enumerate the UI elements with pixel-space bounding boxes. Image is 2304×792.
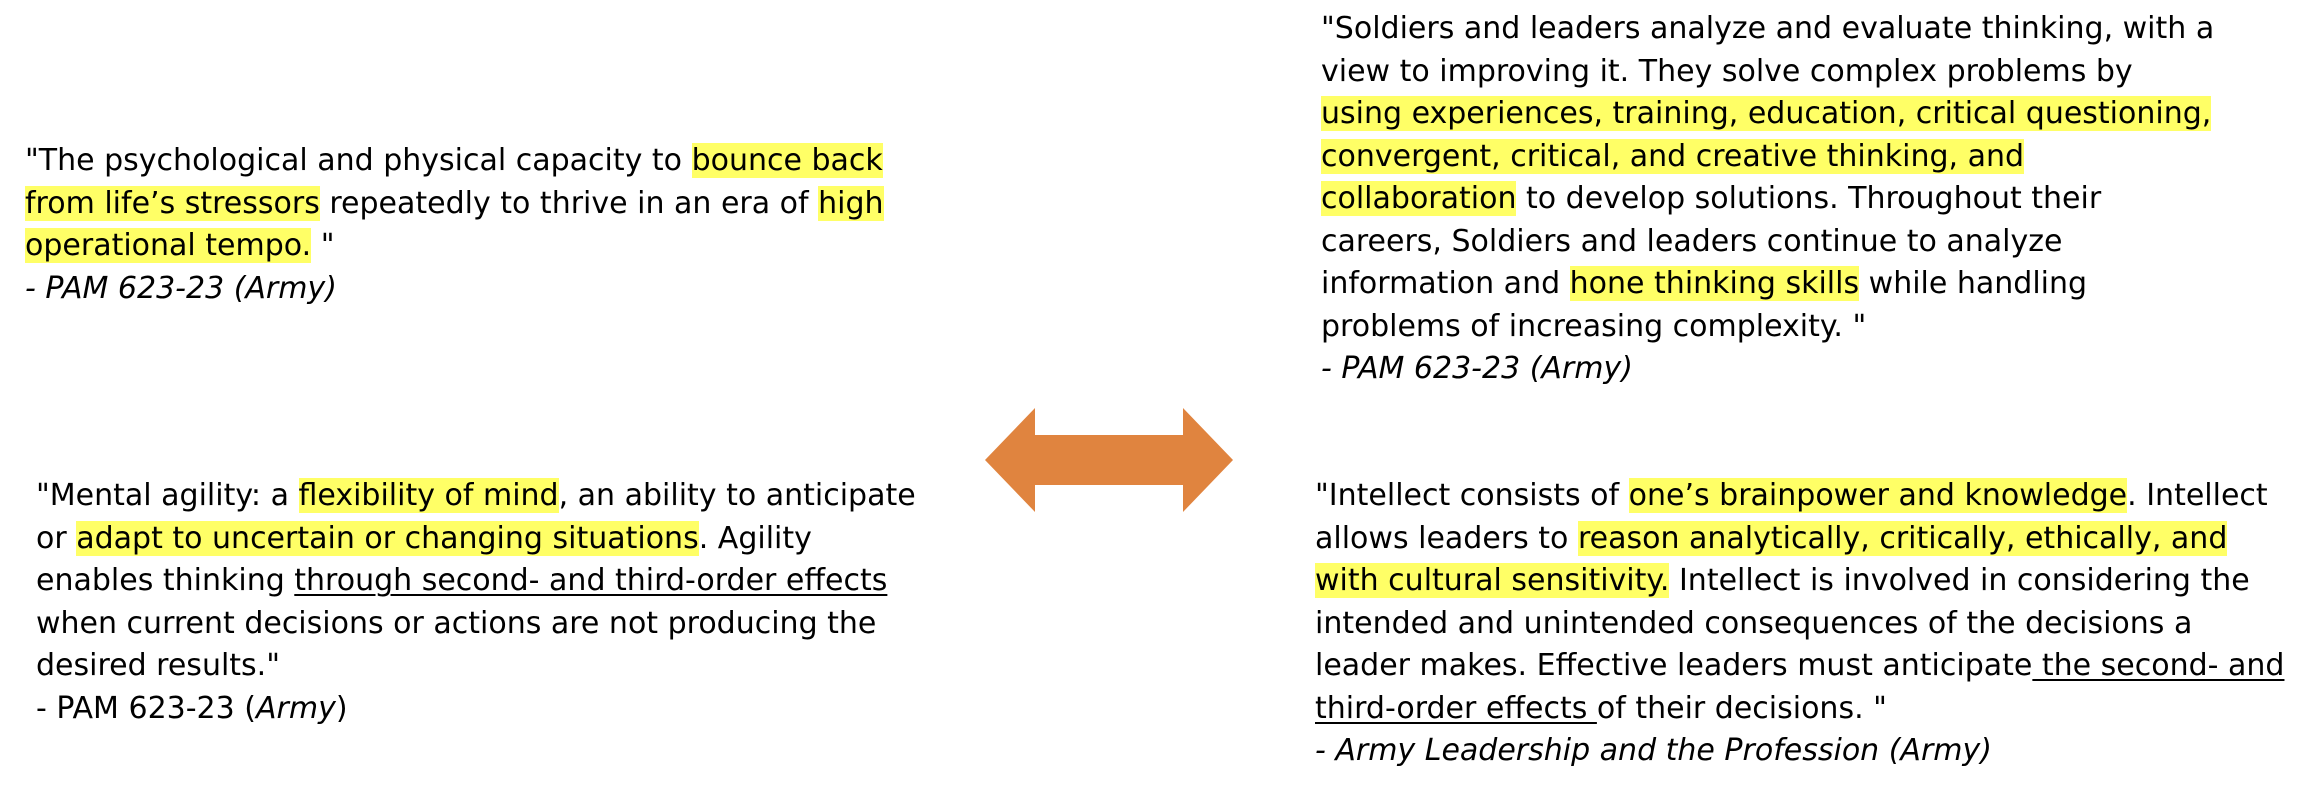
quote-line: allows leaders to reason analytically, c… — [1315, 518, 2284, 561]
quote-text: while handling — [1859, 266, 2088, 301]
quote-intellect: "Intellect consists of one’s brainpower … — [1315, 475, 2284, 773]
quote-text: of their decisions. " — [1596, 690, 1887, 726]
quote-line: with cultural sensitivity. Intellect is … — [1315, 560, 2284, 603]
quote-text: or — [36, 520, 77, 556]
quote-text: "Intellect consists of — [1315, 478, 1629, 513]
source-text: - PAM 623-23 ( — [36, 690, 256, 726]
quote-line: "The psychological and physical capacity… — [25, 140, 884, 183]
quote-text: . Intellect — [2127, 478, 2268, 513]
quote-critical-thinking: "Soldiers and leaders analyze and evalua… — [1321, 8, 2214, 391]
quote-text: , an ability to anticipate — [558, 478, 916, 513]
highlighted-text: using experiences, training, education, … — [1321, 96, 2212, 131]
quote-line: intended and unintended consequences of … — [1315, 605, 2193, 641]
quote-source: - PAM 623-23 (Army) — [25, 270, 337, 306]
quote-text: "Mental agility: a — [36, 478, 299, 513]
quote-text: Intellect is involved in considering the — [1669, 563, 2250, 598]
quote-line: desired results." — [36, 648, 281, 683]
highlighted-text: from life’s stressors — [25, 185, 320, 221]
quote-text: allows leaders to — [1315, 520, 1578, 556]
quote-line: "Intellect consists of one’s brainpower … — [1315, 475, 2284, 518]
highlighted-text: collaboration — [1321, 181, 1517, 216]
highlighted-text: bounce back — [691, 143, 883, 178]
underlined-text: the second- and — [2032, 648, 2285, 683]
highlighted-text: hone thinking skills — [1569, 266, 1860, 301]
underlined-text: through second- and third-order effects — [294, 563, 888, 598]
quote-text: . Agility — [698, 520, 812, 556]
highlighted-text: one’s brainpower and knowledge — [1628, 478, 2128, 513]
quote-line: information and hone thinking skills whi… — [1321, 263, 2214, 306]
quote-line: using experiences, training, education, … — [1321, 93, 2214, 136]
quote-line: when current decisions or actions are no… — [36, 605, 877, 641]
quote-line: operational tempo. " — [25, 225, 884, 268]
quote-source: - Army Leadership and the Profession (Ar… — [1315, 733, 1992, 768]
highlighted-text: adapt to uncertain or changing situation… — [76, 520, 699, 556]
quote-resilience: "The psychological and physical capacity… — [25, 140, 884, 310]
quote-line: enables thinking through second- and thi… — [36, 560, 916, 603]
underlined-text: third-order effects — [1315, 690, 1597, 726]
quote-line: problems of increasing complexity. " — [1321, 308, 1867, 344]
highlighted-text: operational tempo. — [25, 228, 312, 263]
highlighted-text: flexibility of mind — [298, 478, 559, 513]
quote-line: or adapt to uncertain or changing situat… — [36, 518, 916, 561]
quote-line: third-order effects of their decisions. … — [1315, 688, 2284, 731]
quote-text: repeatedly to thrive in an era of — [319, 185, 819, 221]
highlighted-text: convergent, critical, and creative think… — [1321, 138, 2025, 174]
quote-line: leader makes. Effective leaders must ant… — [1315, 645, 2284, 688]
quote-line: collaboration to develop solutions. Thro… — [1321, 178, 2214, 221]
quote-text: information and — [1321, 266, 1570, 301]
quote-line: view to improving it. They solve complex… — [1321, 53, 2133, 89]
arrow-shape — [985, 408, 1233, 512]
quote-text: " — [311, 228, 335, 263]
quote-text: "The psychological and physical capacity… — [25, 143, 692, 178]
quote-source: - PAM 623-23 (Army) — [1321, 351, 1633, 386]
highlighted-text: high — [818, 185, 884, 221]
highlighted-text: with cultural sensitivity. — [1315, 563, 1670, 598]
quote-line: convergent, critical, and creative think… — [1321, 136, 2214, 179]
source-org: Army — [255, 690, 336, 726]
source-text: ) — [335, 690, 348, 726]
quote-line: from life’s stressors repeatedly to thri… — [25, 183, 884, 226]
quote-line: careers, Soldiers and leaders continue t… — [1321, 223, 2063, 259]
double-headed-arrow-icon — [985, 408, 1233, 512]
quote-source: - PAM 623-23 (Army) — [36, 688, 916, 731]
quote-text: to develop solutions. Throughout their — [1516, 181, 2102, 216]
quote-line: "Mental agility: a flexibility of mind, … — [36, 475, 916, 518]
quote-text: enables thinking — [36, 563, 295, 598]
quote-mental-agility: "Mental agility: a flexibility of mind, … — [36, 475, 916, 730]
quote-line: "Soldiers and leaders analyze and evalua… — [1321, 11, 2215, 46]
highlighted-text: reason analytically, critically, ethical… — [1577, 520, 2228, 556]
quote-text: leader makes. Effective leaders must ant… — [1315, 648, 2033, 683]
